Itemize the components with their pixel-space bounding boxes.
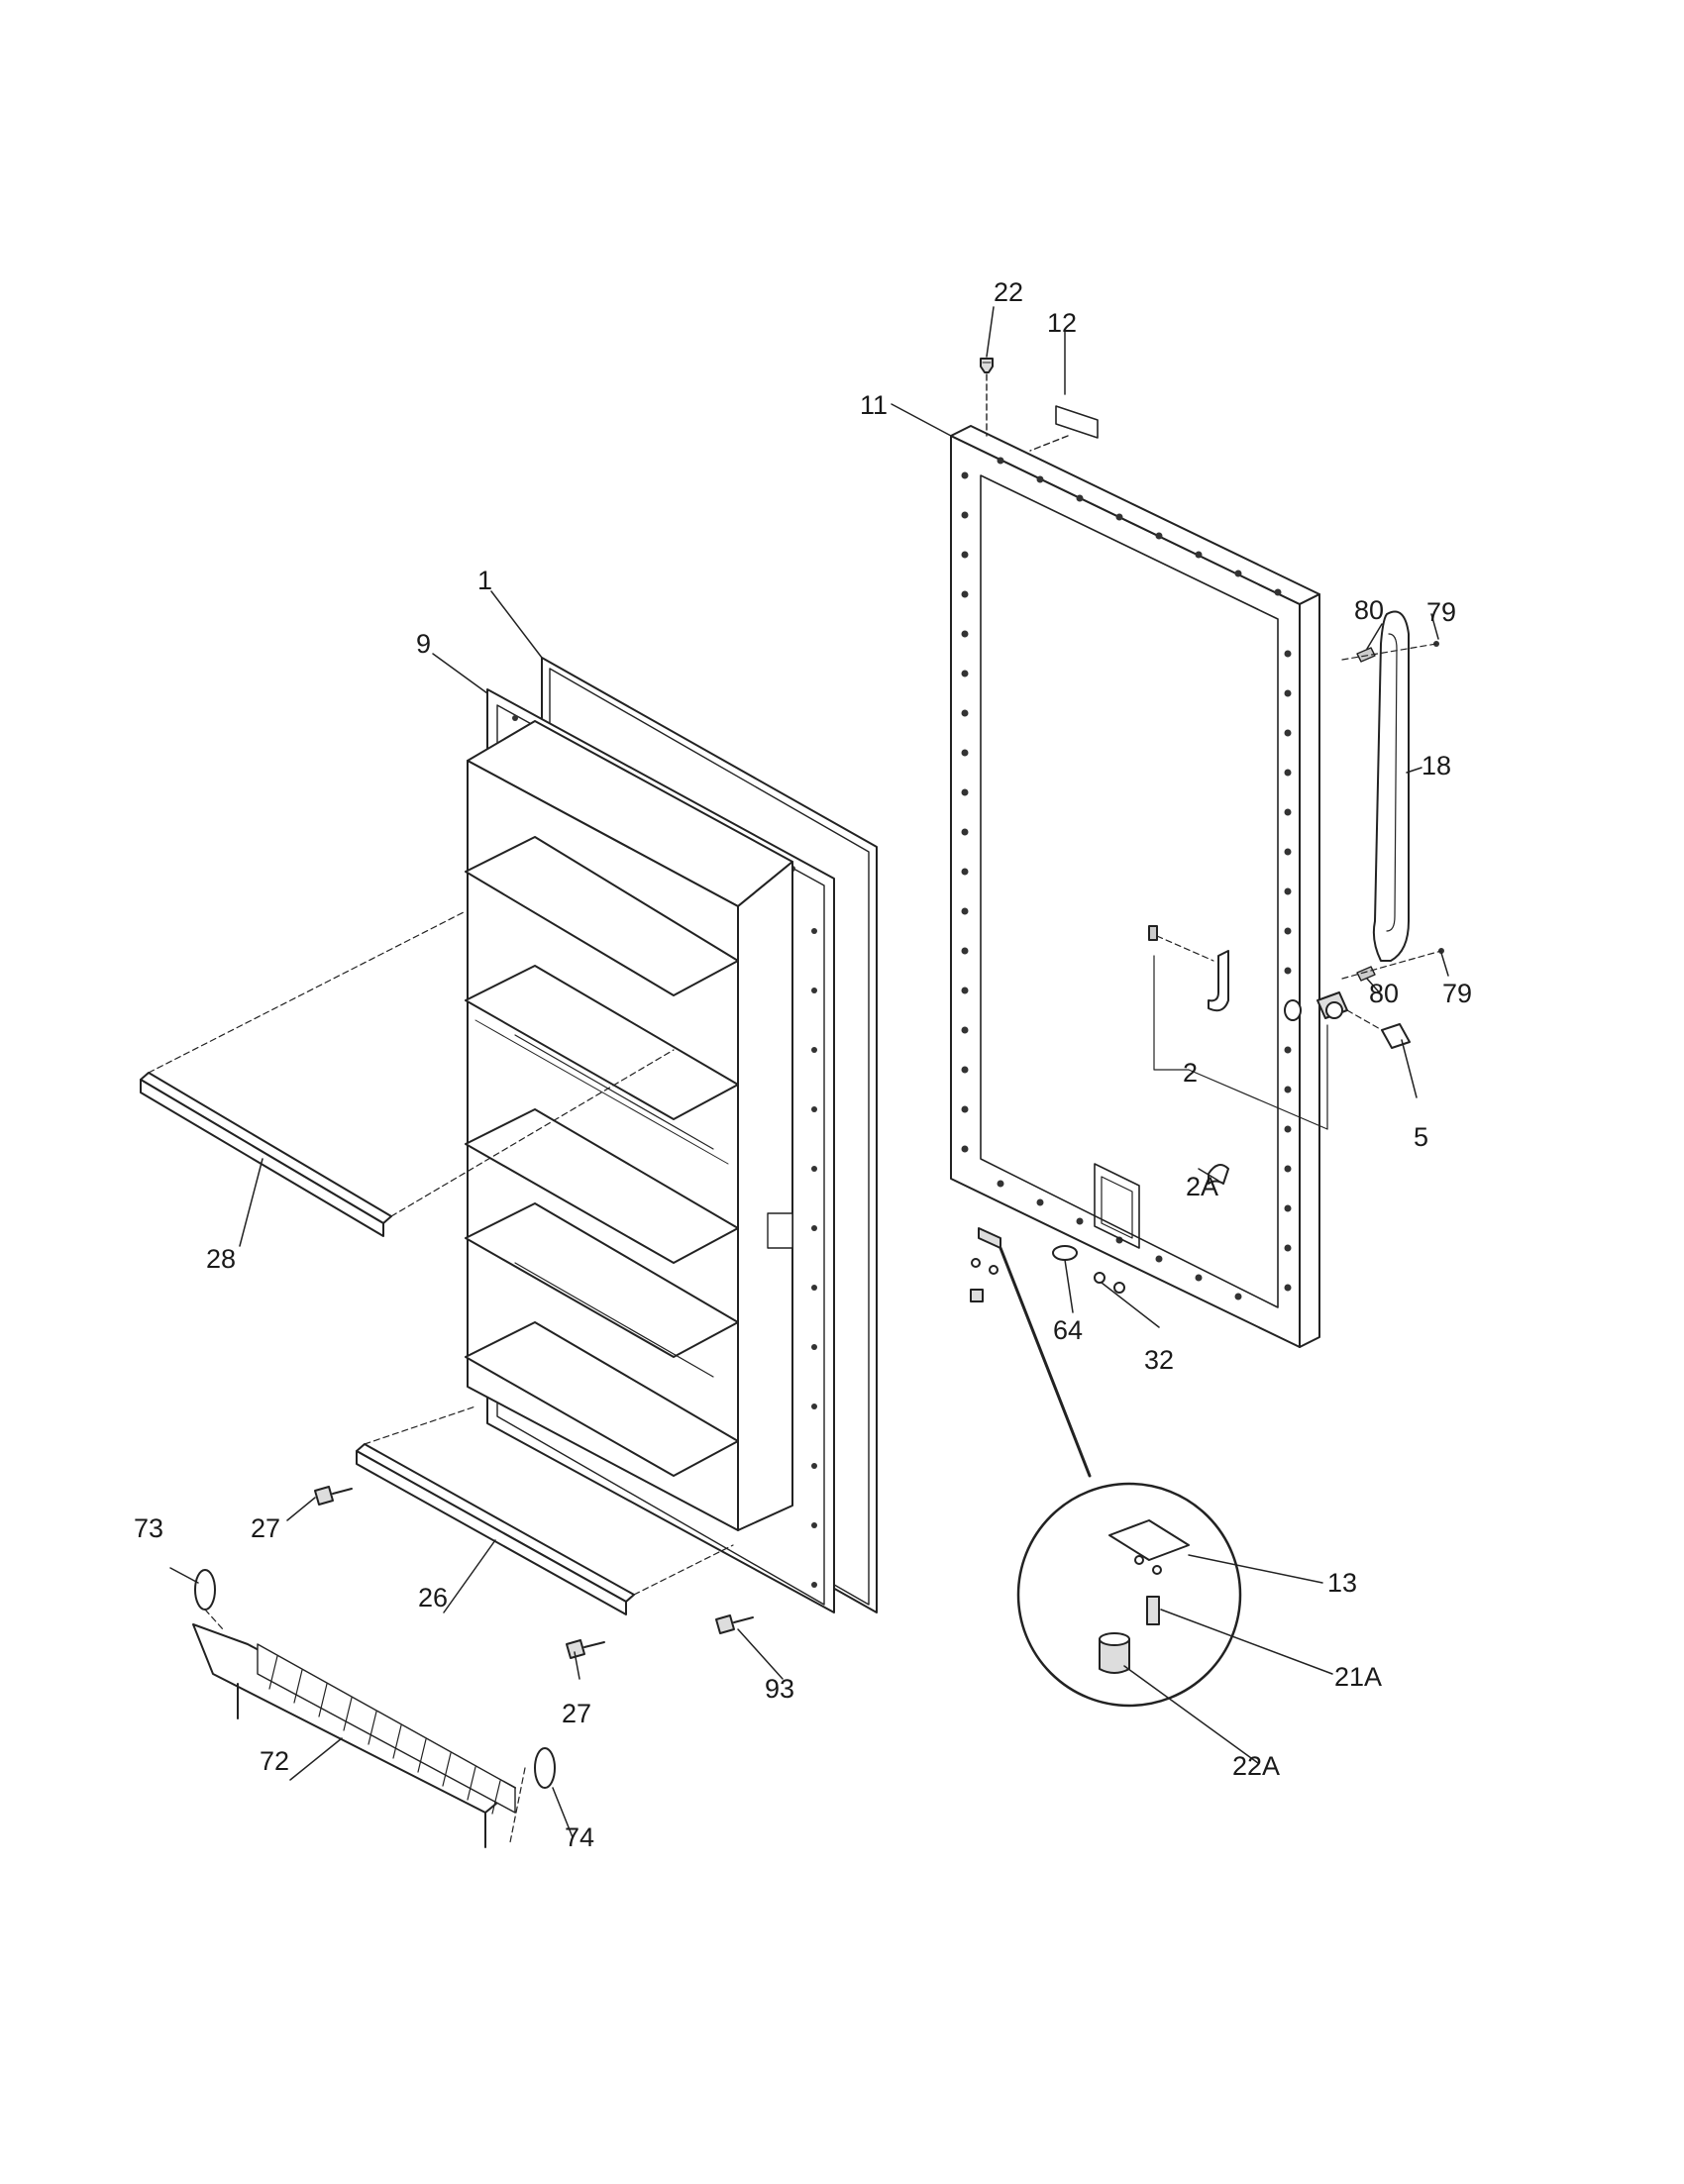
part-label-32: 32 xyxy=(1144,1345,1175,1375)
part-label-26: 26 xyxy=(418,1583,449,1612)
bottom-hinge-parts xyxy=(970,1227,1125,1478)
hinge-pin-top xyxy=(980,358,994,437)
part-label-73: 73 xyxy=(134,1513,164,1543)
part-label-2a: 2A xyxy=(1186,1172,1219,1201)
door-handle xyxy=(1341,610,1444,982)
part-label-64: 64 xyxy=(1053,1315,1084,1345)
part-label-72: 72 xyxy=(260,1746,290,1776)
part-label-5: 5 xyxy=(1414,1122,1429,1152)
part-label-22-top: 22 xyxy=(994,277,1024,307)
door-basket xyxy=(192,1569,556,1848)
outer-door-panel xyxy=(950,425,1320,1348)
part-label-12: 12 xyxy=(1047,308,1078,338)
hinge-detail-callout xyxy=(1016,1482,1242,1708)
part-label-27-right: 27 xyxy=(562,1699,592,1728)
part-label-27-left: 27 xyxy=(251,1513,281,1543)
label-tag xyxy=(1055,405,1099,439)
part-label-74: 74 xyxy=(565,1822,595,1852)
door-liner-assembly xyxy=(465,657,878,1613)
part-label-28: 28 xyxy=(206,1244,237,1274)
part-label-11: 11 xyxy=(860,390,889,420)
part-label-79-bottom: 79 xyxy=(1442,979,1473,1008)
leader-lines xyxy=(169,306,1449,1838)
part-label-1: 1 xyxy=(477,566,493,595)
part-label-80-top: 80 xyxy=(1354,595,1385,625)
shelf-bar-upper xyxy=(140,910,675,1237)
part-label-18: 18 xyxy=(1421,751,1452,780)
part-label-79-top: 79 xyxy=(1426,597,1457,627)
part-label-9: 9 xyxy=(416,629,432,659)
lock-assembly xyxy=(1148,925,1411,1185)
part-label-22a: 22A xyxy=(1232,1751,1281,1781)
shelf-bar-lower xyxy=(356,1405,734,1615)
part-label-80-bottom: 80 xyxy=(1369,979,1400,1008)
push-pins xyxy=(314,1486,754,1659)
part-label-13: 13 xyxy=(1327,1568,1358,1598)
part-label-21a: 21A xyxy=(1334,1662,1383,1692)
part-label-2: 2 xyxy=(1183,1058,1199,1088)
part-label-93: 93 xyxy=(765,1674,795,1704)
